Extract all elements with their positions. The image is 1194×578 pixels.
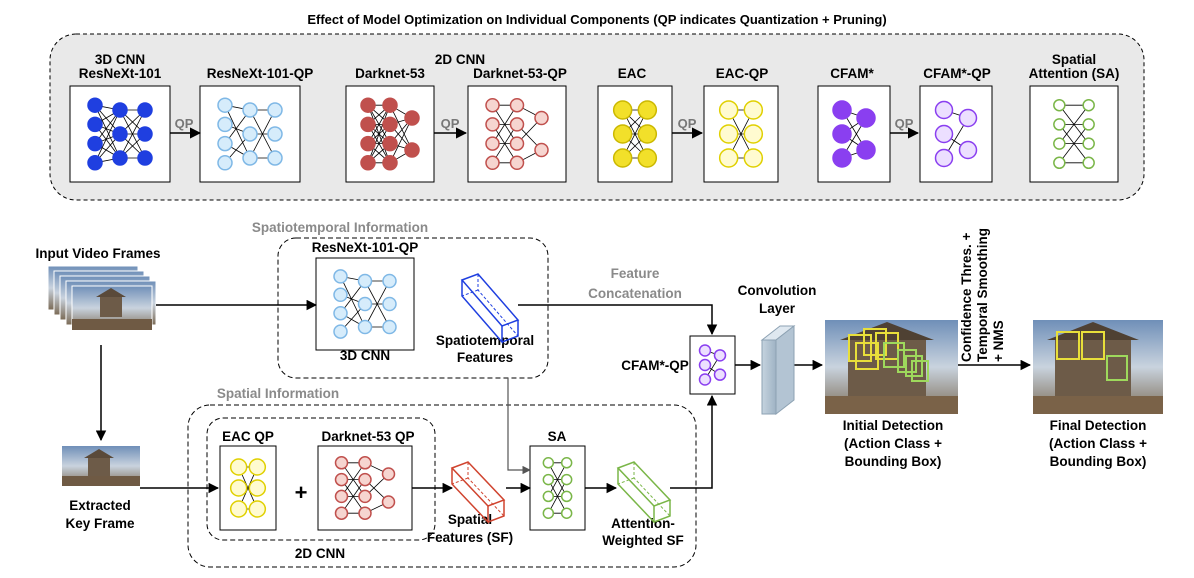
qp-label-eac: QP: [678, 116, 697, 131]
initial-label-2: (Action Class +: [844, 436, 942, 451]
net-eac: [597, 85, 673, 183]
label-sa-line1: Spatial: [1052, 52, 1096, 67]
final-label-2: (Action Class +: [1049, 436, 1147, 451]
net-cfam: [817, 85, 891, 183]
label-cfam-qp: CFAM*-QP: [923, 66, 991, 81]
net-sa: [1029, 85, 1119, 183]
spatial-features-cuboid: [450, 461, 506, 524]
spatiotemporal-info-label: Spatiotemporal Information: [252, 220, 428, 235]
extracted-key-frame: Extracted Key Frame: [62, 446, 140, 531]
pipe-2d-cnn-label: 2D CNN: [295, 546, 345, 561]
spatial-info-label: Spatial Information: [217, 386, 339, 401]
qp-label-darknet: QP: [441, 116, 460, 131]
label-resnext: ResNeXt-101: [79, 66, 162, 81]
optimization-panel: Effect of Model Optimization on Individu…: [49, 12, 1145, 201]
initial-detection-image: Initial Detection (Action Class + Boundi…: [825, 320, 958, 469]
pipe-sa-label: SA: [548, 429, 567, 444]
qp-label-resnext: QP: [175, 116, 194, 131]
initial-label-1: Initial Detection: [843, 418, 944, 433]
pipe-eac-label: EAC QP: [222, 429, 274, 444]
label-eac-qp: EAC-QP: [716, 66, 769, 81]
pipe-3d-cnn-label: 3D CNN: [340, 348, 390, 363]
st-features-label-1: Spatiotemporal: [436, 333, 534, 348]
plus-sign: +: [295, 480, 308, 505]
input-video-frames: Input Video Frames: [35, 246, 161, 331]
label-resnext-qp: ResNeXt-101-QP: [207, 66, 314, 81]
post-label-2: Temporal Smoothing: [975, 228, 990, 362]
qp-arrows: QP QP QP QP: [170, 116, 920, 139]
input-frames-label: Input Video Frames: [35, 246, 160, 261]
connections: [95, 299, 1032, 494]
net-resnext: [69, 85, 171, 183]
convolution-layer-block: [760, 324, 796, 416]
initial-label-3: Bounding Box): [845, 454, 942, 469]
final-detection-image: Final Detection (Action Class + Bounding…: [1033, 320, 1163, 469]
label-darknet-qp: Darknet-53-QP: [473, 66, 567, 81]
top-network-icons: [69, 85, 1119, 183]
initial-boxes: [848, 328, 929, 382]
label-eac: EAC: [618, 66, 647, 81]
st-features-label-2: Features: [457, 350, 513, 365]
pipe-resnext-label: ResNeXt-101-QP: [312, 240, 419, 255]
final-label-1: Final Detection: [1050, 418, 1147, 433]
pipe-net-sa: [529, 445, 586, 531]
pipeline: Spatiotemporal Information ResNeXt-101-Q…: [35, 220, 1163, 568]
net-cfam-qp: [919, 85, 993, 183]
pipe-darknet-label: Darknet-53 QP: [321, 429, 414, 444]
label-cfam: CFAM*: [830, 66, 874, 81]
pipe-net-cfam-qp: [689, 335, 736, 395]
label-sa-line2: Attention (SA): [1029, 66, 1120, 81]
pipe-net-resnext-qp: [315, 257, 415, 351]
pipeline-network-icons: [219, 257, 736, 531]
feature-concat-label-2: Concatenation: [588, 286, 682, 301]
pipe-net-darknet-qp: [317, 445, 413, 531]
attn-label-2: Weighted SF: [602, 533, 684, 548]
feature-concat-label-1: Feature: [611, 266, 660, 281]
spatial-features-label-2: Features (SF): [427, 530, 513, 545]
net-darknet: [345, 85, 435, 183]
net-darknet-qp: [467, 85, 567, 183]
final-label-3: Bounding Box): [1050, 454, 1147, 469]
pipe-net-eac-qp: [219, 445, 277, 531]
panel-title: Effect of Model Optimization on Individu…: [307, 12, 886, 27]
post-processing-label: Confidence Thres. + Temporal Smoothing +…: [959, 228, 1006, 362]
conv-label-2: Layer: [759, 301, 796, 316]
key-frame-label-2: Key Frame: [65, 516, 135, 531]
conv-label-1: Convolution: [738, 283, 817, 298]
pipe-cfam-label: CFAM*-QP: [621, 358, 689, 373]
label-3d-cnn: 3D CNN: [95, 52, 145, 67]
net-resnext-qp: [199, 85, 301, 183]
attention-weighted-sf-cuboid: [616, 461, 672, 524]
spatiotemporal-features-cuboid: [460, 273, 520, 345]
post-label-1: Confidence Thres. +: [959, 232, 974, 362]
label-darknet: Darknet-53: [355, 66, 425, 81]
post-label-3: + NMS: [991, 320, 1006, 362]
net-eac-qp: [703, 85, 779, 183]
key-frame-label-1: Extracted: [69, 498, 131, 513]
label-2d-cnn: 2D CNN: [435, 52, 485, 67]
qp-label-cfam: QP: [895, 116, 914, 131]
